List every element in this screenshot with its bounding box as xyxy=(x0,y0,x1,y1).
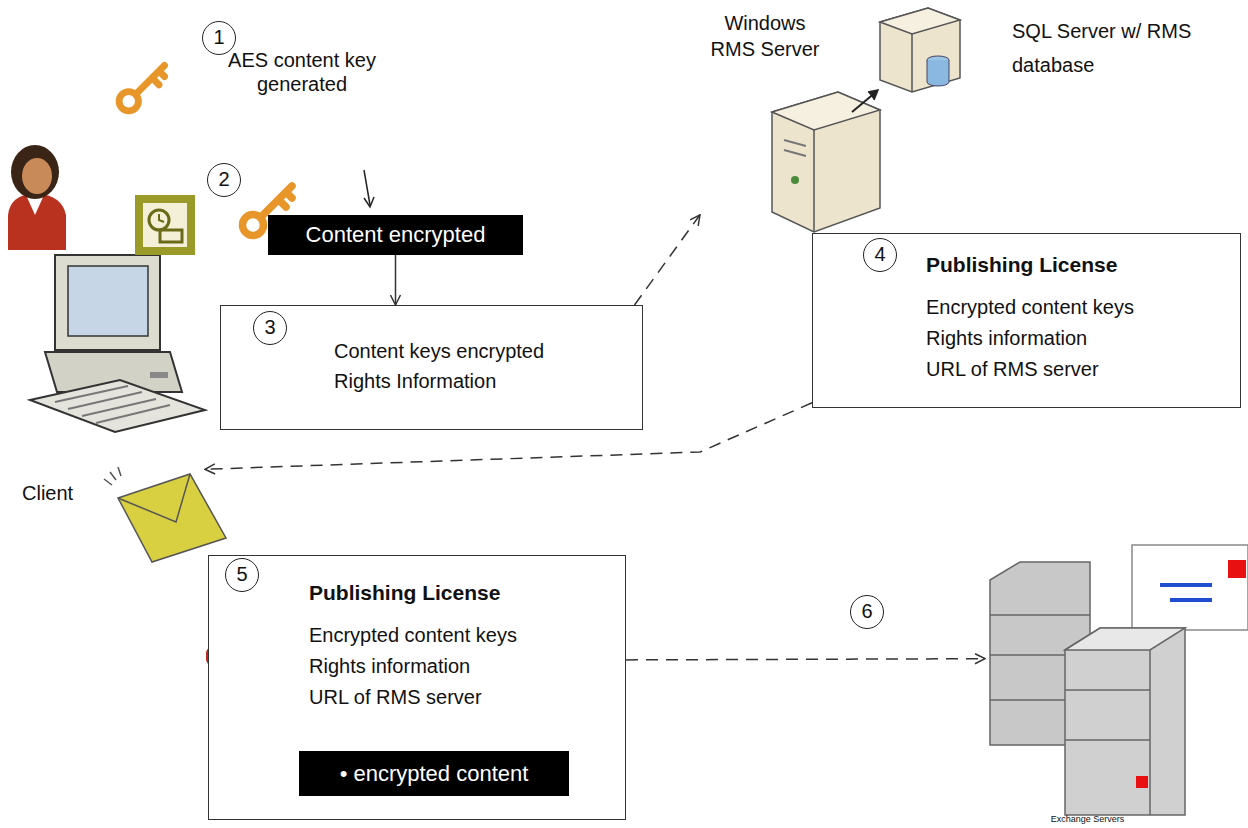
client-computer xyxy=(30,255,205,432)
box-heading: Publishing License xyxy=(926,250,1240,280)
content-key xyxy=(119,66,164,111)
client-node: Client xyxy=(0,140,205,510)
box-text: Content keys encrypted xyxy=(334,336,642,366)
email-envelope xyxy=(104,467,226,562)
rms-server xyxy=(772,92,880,232)
encrypted-content-box: Content encrypted xyxy=(268,215,523,255)
exchange-node: Exchange Servers xyxy=(985,555,1190,828)
box-text: URL of RMS server xyxy=(926,354,1240,385)
callout-number: 6 xyxy=(850,595,884,629)
mail-app-icon xyxy=(135,195,195,255)
box-text: Rights Information xyxy=(334,366,642,396)
box-text: Rights information xyxy=(309,651,625,682)
callout-number: 3 xyxy=(253,311,287,345)
rms-server-node: Windows RMS Server xyxy=(700,10,890,235)
box-heading: Publishing License xyxy=(309,578,625,608)
dashed-arrow xyxy=(626,659,985,660)
sql-server xyxy=(852,8,960,112)
box-text: • encrypted content xyxy=(340,759,529,789)
box-text: Exchange Servers xyxy=(985,814,1190,825)
step-note: AES content key generated xyxy=(222,48,382,96)
encrypted-content-box: • encrypted content xyxy=(299,751,569,796)
box-text: Rights information xyxy=(926,323,1240,354)
exchange-servers xyxy=(990,545,1248,815)
dashed-arrow xyxy=(635,215,701,305)
flow-arrow xyxy=(395,255,397,305)
user-icon xyxy=(8,145,66,250)
database-label: SQL Server w/ RMS database xyxy=(1012,14,1212,82)
callout-number: 4 xyxy=(863,238,897,272)
box-text: Content encrypted xyxy=(306,220,486,250)
box-text: Encrypted content keys xyxy=(926,292,1240,323)
callout-number: 2 xyxy=(207,163,241,197)
box-text: Client xyxy=(22,478,73,508)
publishing-license-box: Publishing LicenseEncrypted content keys… xyxy=(208,555,626,820)
box-text: URL of RMS server xyxy=(309,682,625,713)
leader-arrowhead xyxy=(364,197,374,207)
box-text: Windows RMS Server xyxy=(700,10,830,62)
box-text: Encrypted content keys xyxy=(309,620,625,651)
callout-number: 5 xyxy=(225,558,259,592)
